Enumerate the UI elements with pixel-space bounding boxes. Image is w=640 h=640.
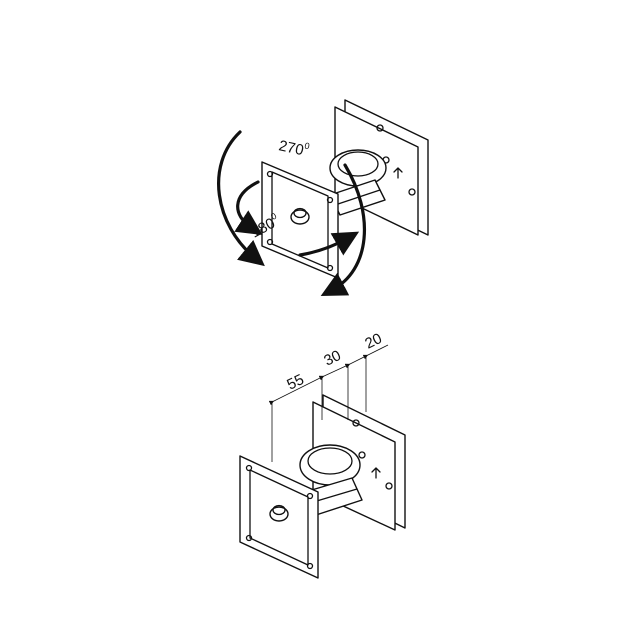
top-illustration: 2700 1800 xyxy=(217,99,429,296)
rotation-arrow-180b-icon xyxy=(298,231,360,257)
vesa-plate-bottom xyxy=(239,455,319,579)
rotation-arrow-180-icon xyxy=(234,180,263,235)
dimension-label-20: 20 xyxy=(362,330,384,353)
screw-hole-icon xyxy=(352,419,360,427)
rotation-arrow-270-icon xyxy=(217,130,265,267)
rotation-label-270: 2700 xyxy=(277,135,310,160)
screw-hole-icon xyxy=(408,188,416,196)
up-arrow-icon xyxy=(371,467,381,479)
rotation-arrow-270b-icon xyxy=(320,163,366,296)
swivel-arm-bottom xyxy=(299,444,363,516)
screw-hole-icon xyxy=(385,482,393,490)
bottom-illustration: 55 30 20 xyxy=(239,330,406,579)
dimension-label-55: 55 xyxy=(284,371,306,394)
dimension-label-30: 30 xyxy=(321,347,343,370)
screw-hole-icon xyxy=(358,451,366,459)
up-arrow-icon xyxy=(393,167,403,179)
dimension-lines xyxy=(268,344,389,406)
screw-hole-icon xyxy=(376,124,384,132)
